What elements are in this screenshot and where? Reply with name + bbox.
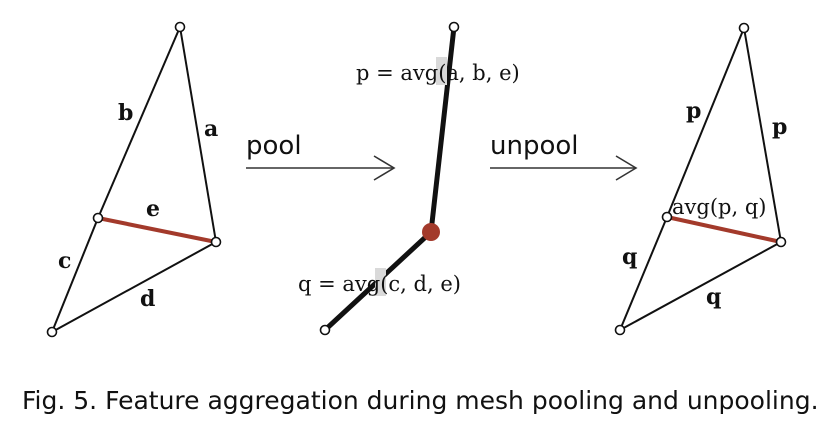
left-edge-e	[97, 216, 217, 244]
pooled-vertex-top	[448, 21, 460, 33]
left-edge-c	[51, 217, 99, 333]
left-vertex-top	[174, 21, 186, 33]
figure-caption: Fig. 5. Feature aggregation during mesh …	[22, 386, 819, 415]
right-label-p-right: p	[772, 114, 787, 140]
left-label-d: d	[140, 286, 155, 312]
left-label-b: b	[118, 100, 133, 126]
collapsed-vertex	[422, 223, 440, 241]
p-formula-highlight	[436, 57, 447, 85]
pool-label: pool	[246, 131, 302, 161]
left-vertex-mid-left	[92, 212, 104, 224]
right-vertex-mid-left	[661, 211, 673, 223]
unpool-arrow: unpool	[490, 131, 638, 181]
right-edge-bottom	[619, 241, 782, 331]
left-label-a: a	[204, 116, 218, 142]
unpool-arrow-head	[615, 155, 638, 181]
left-mesh: b a e c d	[46, 21, 222, 338]
pool-arrow: pool	[246, 131, 396, 181]
left-edge-a	[179, 26, 217, 243]
right-label-q-left: q	[622, 244, 637, 270]
right-vertex-mid-right	[775, 236, 787, 248]
right-edge-lower-left	[619, 216, 668, 331]
left-edge-d	[51, 241, 217, 333]
right-mesh: p p avg(p, q) q q	[614, 22, 787, 336]
right-vertex-bottom	[614, 324, 626, 336]
left-label-e: e	[146, 196, 160, 222]
left-vertex-bottom	[46, 326, 58, 338]
right-edge-upper-left	[666, 27, 745, 218]
right-label-p-left: p	[686, 98, 701, 124]
q-formula: q = avg(c, d, e)	[298, 272, 461, 296]
left-edge-b	[97, 26, 181, 219]
unpool-label: unpool	[490, 131, 579, 161]
pooled-mesh: p = avg(a, b, e) q = avg(c, d, e)	[298, 21, 520, 336]
pooled-edge-p	[428, 24, 457, 235]
pool-arrow-head	[373, 155, 396, 181]
right-label-q-bottom: q	[706, 284, 721, 310]
right-edge-center	[666, 215, 782, 244]
p-formula: p = avg(a, b, e)	[356, 61, 520, 85]
q-formula-highlight	[375, 268, 386, 296]
left-vertex-mid-right	[210, 236, 222, 248]
left-label-c: c	[58, 248, 71, 274]
pooled-vertex-bottom	[319, 324, 331, 336]
right-edge-upper-right	[743, 27, 782, 243]
right-label-avg: avg(p, q)	[672, 195, 766, 219]
right-vertex-top	[738, 22, 750, 34]
